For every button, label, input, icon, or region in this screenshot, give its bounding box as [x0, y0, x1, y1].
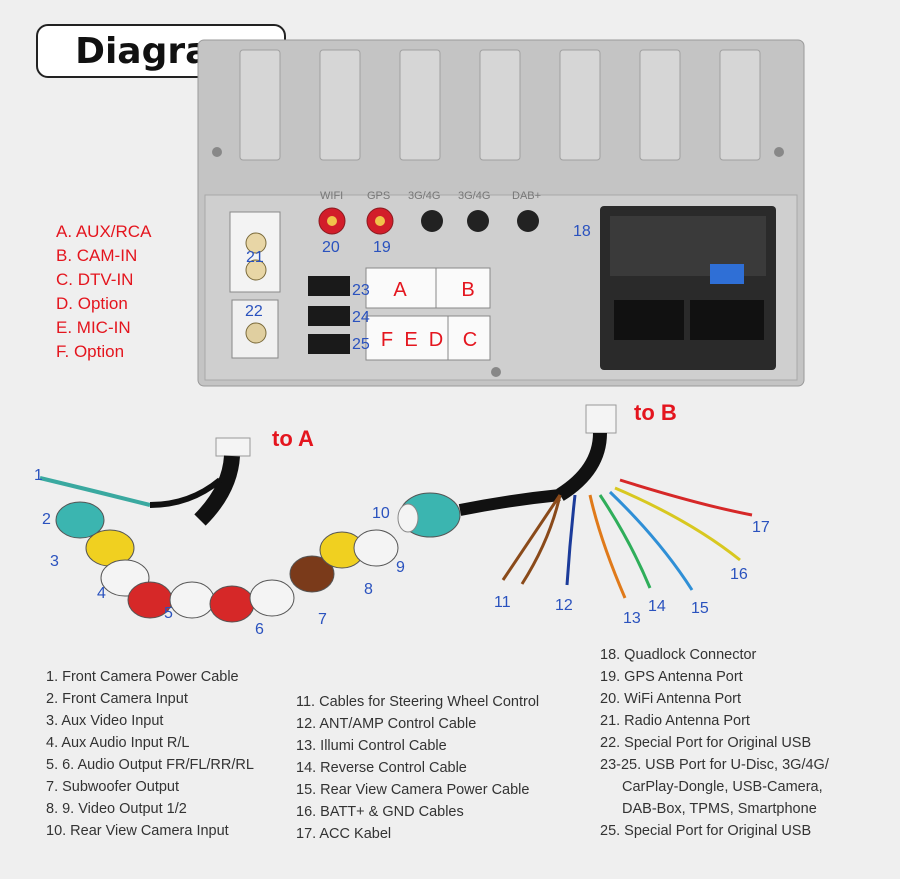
- legend-item: F. Option: [56, 342, 125, 361]
- callout-11: 11: [494, 594, 511, 611]
- callout-14: 14: [648, 598, 666, 615]
- antenna-ports: WIFI GPS 3G/4G 3G/4G DAB+: [318, 190, 541, 235]
- list-item: 4. Aux Audio Input R/L: [46, 735, 190, 751]
- callout-6: 6: [255, 621, 264, 638]
- port-letter-c: C: [463, 329, 477, 351]
- callout-21: 21: [246, 249, 264, 266]
- list-item: 20. WiFi Antenna Port: [600, 691, 742, 707]
- port-letter-e: E: [404, 329, 417, 351]
- callout-18: 18: [573, 223, 591, 240]
- legend-item: C. DTV-IN: [56, 270, 134, 289]
- antenna-label-wifi: WIFI: [320, 190, 343, 202]
- radio-antenna-port: [229, 211, 281, 293]
- callout-9: 9: [396, 559, 405, 576]
- cable-list-col2: 11. Cables for Steering Wheel Control 12…: [296, 691, 539, 845]
- connector-block: A B F E D C: [365, 267, 491, 361]
- callout-4: 4: [97, 585, 106, 602]
- list-item: 10. Rear View Camera Input: [46, 823, 229, 839]
- list-item: 7. Subwoofer Output: [46, 779, 179, 795]
- list-item: 11. Cables for Steering Wheel Control: [296, 694, 540, 710]
- callout-numbers: 1 2 3 4 5 6 7 8 9 10 11 12 13 14 15 16 1…: [34, 223, 770, 638]
- list-item: 18. Quadlock Connector: [600, 647, 757, 663]
- list-item: 15. Rear View Camera Power Cable: [296, 782, 530, 798]
- port-letter-d: D: [429, 329, 443, 351]
- port-letter-f: F: [381, 329, 393, 351]
- callout-24: 24: [352, 309, 370, 326]
- callout-20: 20: [322, 239, 340, 256]
- cable-list-col1: 1. Front Camera Power Cable 2. Front Cam…: [46, 666, 254, 842]
- callout-1: 1: [34, 467, 43, 484]
- legend-item: D. Option: [56, 294, 128, 313]
- list-item: 21. Radio Antenna Port: [600, 713, 750, 729]
- callout-7: 7: [318, 611, 327, 628]
- list-item: 3. Aux Video Input: [46, 713, 164, 729]
- legend-item: B. CAM-IN: [56, 246, 138, 265]
- label-to-a: to A: [272, 426, 314, 451]
- callout-22: 22: [245, 303, 263, 320]
- list-item: 5. 6. Audio Output FR/FL/RR/RL: [46, 757, 254, 773]
- antenna-label-dab: DAB+: [512, 190, 541, 202]
- callout-17: 17: [752, 519, 770, 536]
- list-item: 2. Front Camera Input: [46, 691, 188, 707]
- callout-15: 15: [691, 600, 709, 617]
- wiring-diagram: WIFI GPS 3G/4G 3G/4G DAB+ A B F E: [34, 39, 805, 638]
- port-list-col3: 18. Quadlock Connector 19. GPS Antenna P…: [600, 644, 829, 842]
- list-item: 12. ANT/AMP Control Cable: [296, 716, 477, 732]
- harness-b: [397, 404, 753, 599]
- callout-8: 8: [364, 581, 373, 598]
- list-item: 16. BATT+ & GND Cables: [296, 804, 464, 820]
- list-item: CarPlay-Dongle, USB-Camera,: [622, 779, 823, 795]
- callout-16: 16: [730, 566, 748, 583]
- callout-13: 13: [623, 610, 641, 627]
- antenna-label-3g4g-1: 3G/4G: [408, 190, 440, 202]
- list-item: 23-25. USB Port for U-Disc, 3G/4G/: [600, 757, 829, 773]
- list-item: DAB-Box, TPMS, Smartphone: [622, 801, 817, 817]
- list-item: 17. ACC Kabel: [296, 826, 392, 842]
- harness-a: [39, 437, 399, 623]
- list-item: 19. GPS Antenna Port: [600, 669, 743, 685]
- port-letter-a: A: [393, 279, 407, 301]
- callout-5: 5: [164, 605, 173, 622]
- callout-25: 25: [352, 336, 370, 353]
- special-usb-port: [231, 299, 279, 359]
- list-item: 1. Front Camera Power Cable: [46, 669, 239, 685]
- list-item: 25. Special Port for Original USB: [600, 823, 812, 839]
- port-legend: A. AUX/RCA B. CAM-IN C. DTV-IN D. Option…: [56, 220, 151, 364]
- callout-19: 19: [373, 239, 391, 256]
- quadlock-connector: [600, 206, 776, 370]
- callout-2: 2: [42, 511, 51, 528]
- list-item: 13. Illumi Control Cable: [296, 738, 447, 754]
- legend-item: A. AUX/RCA: [56, 222, 152, 241]
- list-item: 14. Reverse Control Cable: [296, 760, 467, 776]
- antenna-label-3g4g-2: 3G/4G: [458, 190, 490, 202]
- port-letter-b: B: [461, 279, 474, 301]
- callout-10: 10: [372, 505, 390, 522]
- callout-3: 3: [50, 553, 59, 570]
- usb-ports: [308, 276, 350, 354]
- label-to-b: to B: [634, 400, 677, 425]
- callout-12: 12: [555, 597, 573, 614]
- antenna-label-gps: GPS: [367, 190, 390, 202]
- list-item: 8. 9. Video Output 1/2: [46, 801, 187, 817]
- legend-item: E. MIC-IN: [56, 318, 131, 337]
- list-item: 22. Special Port for Original USB: [600, 735, 812, 751]
- callout-23: 23: [352, 282, 370, 299]
